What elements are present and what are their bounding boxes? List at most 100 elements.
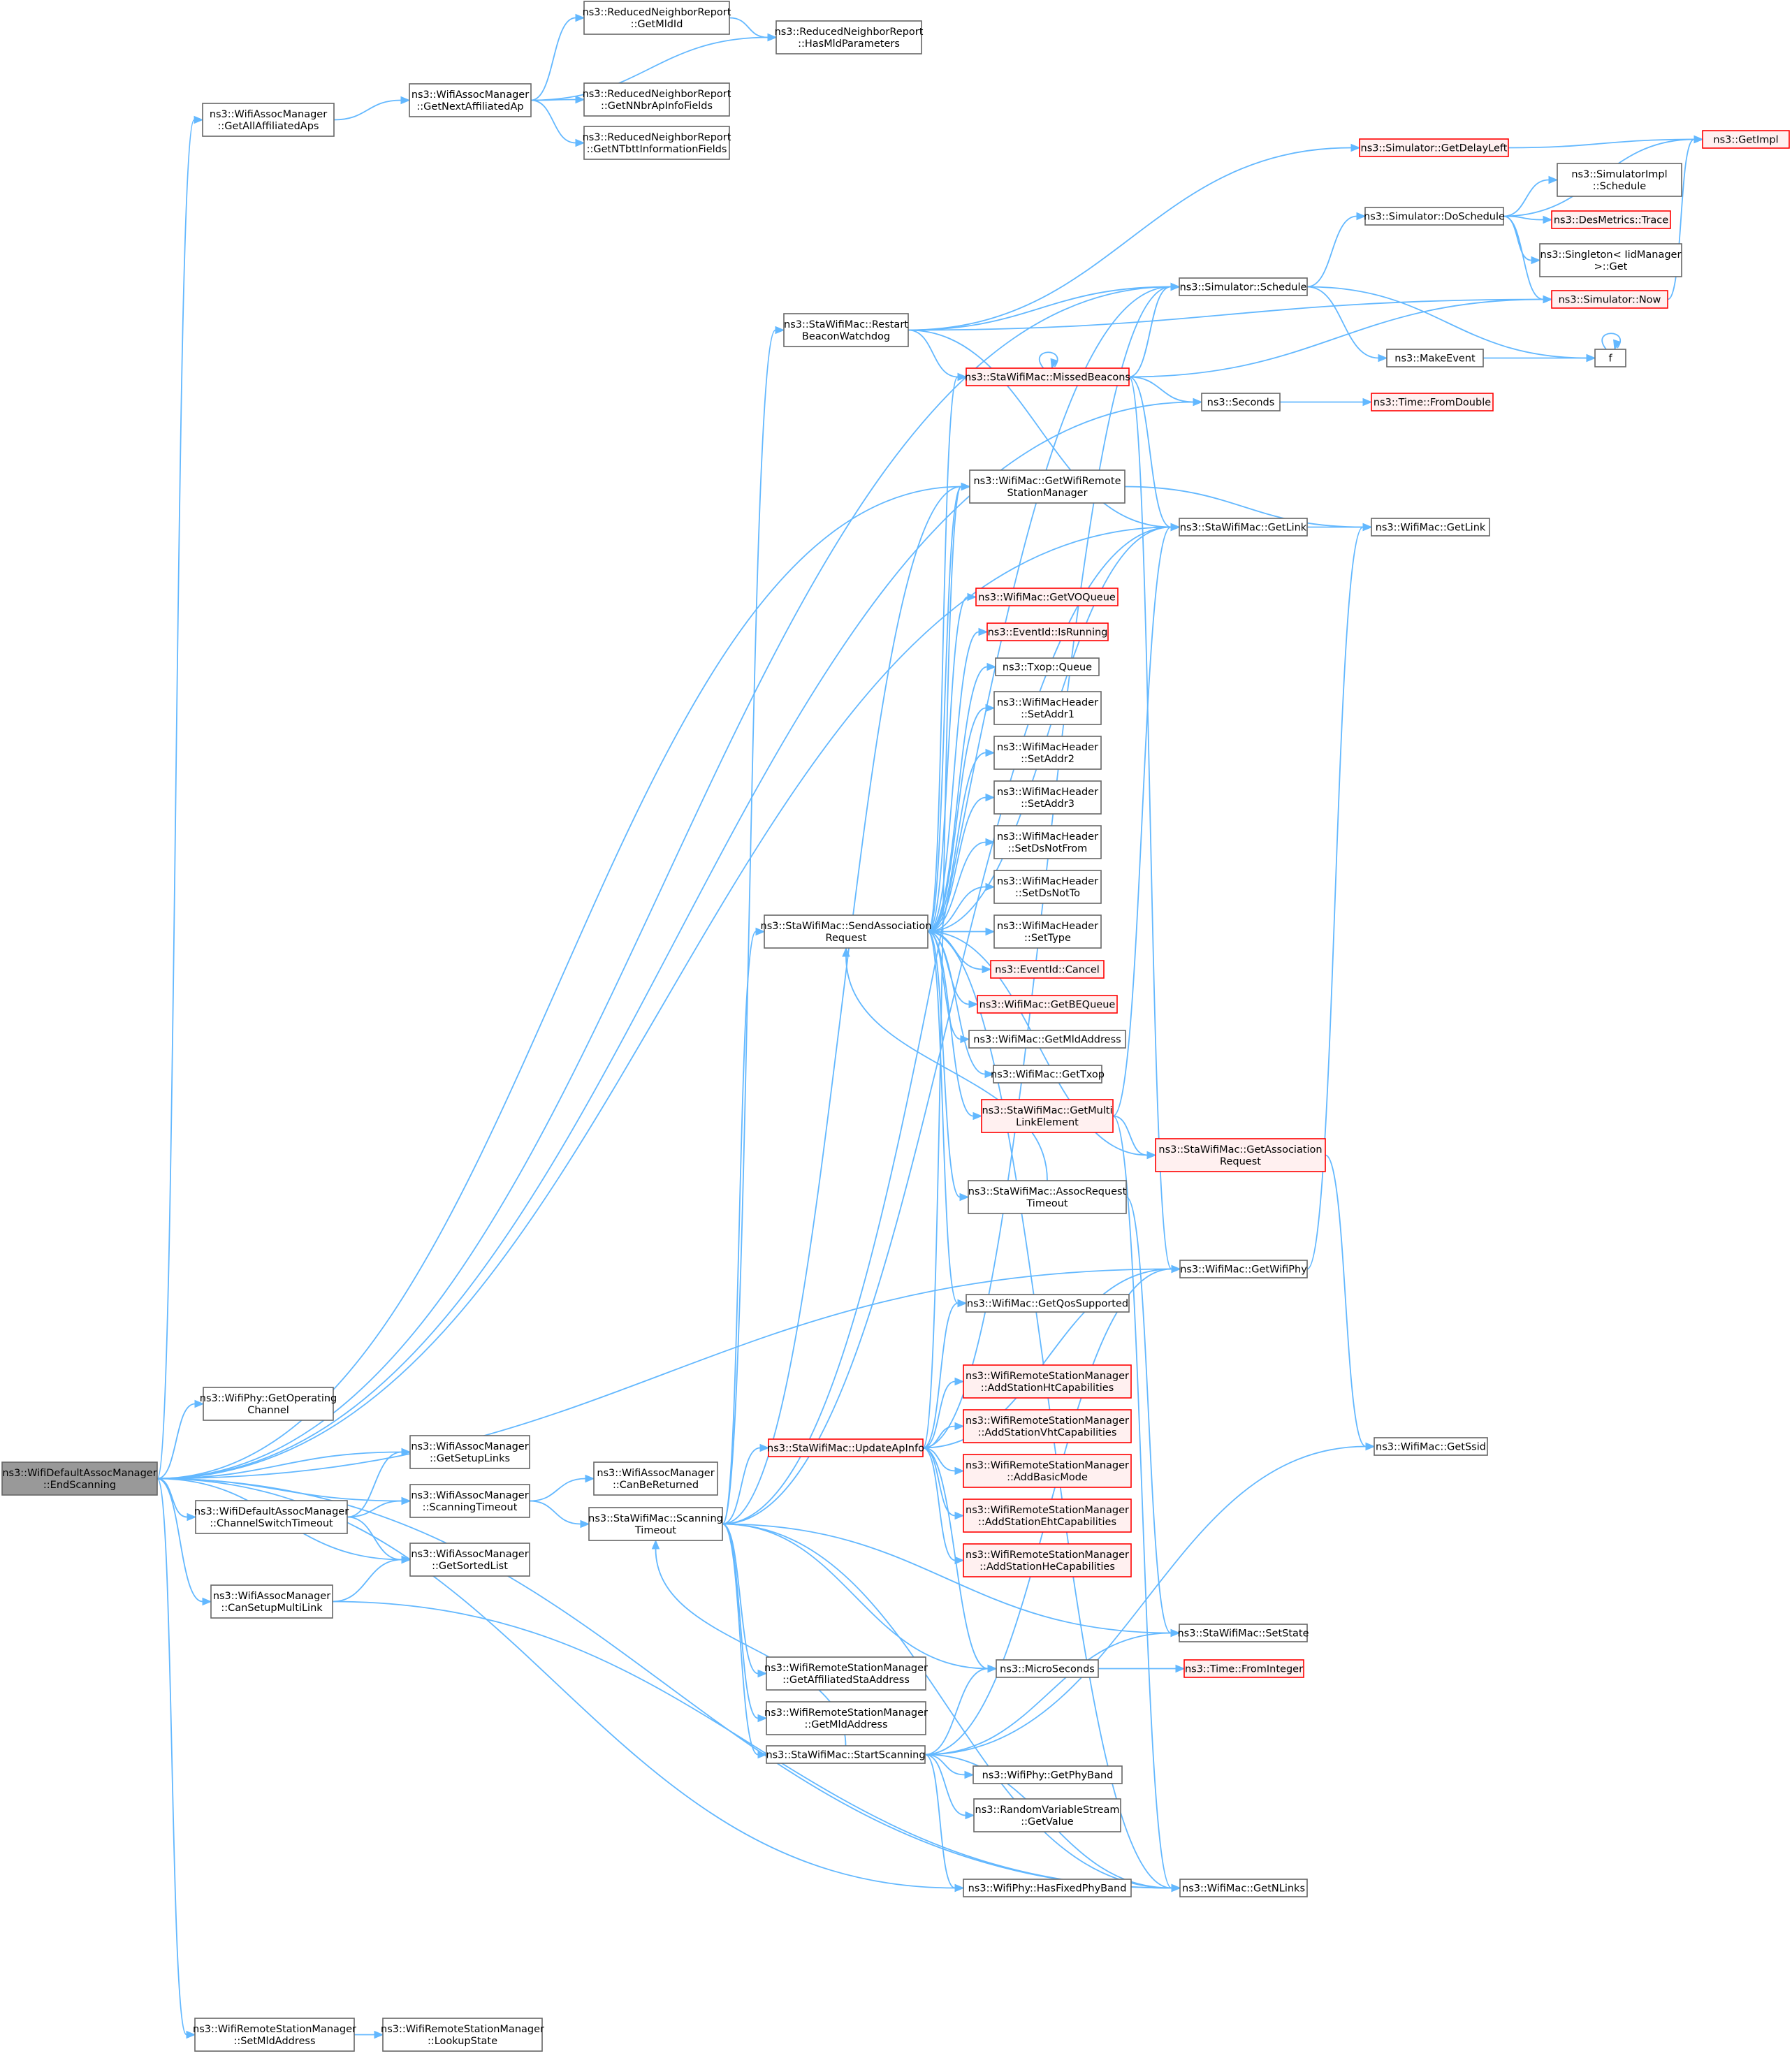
node-box xyxy=(969,469,1126,504)
node-getImpl[interactable]: ns3::GetImpl xyxy=(1702,130,1790,149)
node-desTrace[interactable]: ns3::DesMetrics::Trace xyxy=(1551,210,1671,229)
node-box xyxy=(1179,1260,1308,1278)
node-txopQueue[interactable]: ns3::Txop::Queue xyxy=(995,657,1100,676)
node-getBEQueue[interactable]: ns3::WifiMac::GetBEQueue xyxy=(977,995,1118,1014)
node-fromInteger[interactable]: ns3::Time::FromInteger xyxy=(1183,1659,1304,1678)
node-label: ::GetAllAffiliatedAps xyxy=(218,121,319,132)
node-simImplSched[interactable]: ns3::SimulatorImpl::Schedule xyxy=(1557,163,1682,197)
edge-root-to-chanSwitch xyxy=(156,1478,197,1522)
node-label: ns3::WifiAssocManager xyxy=(210,109,327,120)
node-getRemoteMgr[interactable]: ns3::WifiMac::GetWifiRemoteStationManage… xyxy=(969,469,1126,504)
node-label: ns3::Simulator::Schedule xyxy=(1180,282,1307,293)
node-addHe[interactable]: ns3::WifiRemoteStationManager::AddStatio… xyxy=(963,1543,1132,1577)
node-getVOQueue[interactable]: ns3::WifiMac::GetVOQueue xyxy=(975,588,1119,606)
node-startScanning[interactable]: ns3::StaWifiMac::StartScanning xyxy=(766,1745,926,1764)
node-getNLinks[interactable]: ns3::WifiMac::GetNLinks xyxy=(1179,1879,1308,1897)
node-box xyxy=(783,313,909,347)
node-getSetupLinks[interactable]: ns3::WifiAssocManager::GetSetupLinks xyxy=(409,1435,530,1469)
node-setState[interactable]: ns3::StaWifiMac::SetState xyxy=(1177,1624,1309,1642)
node-setDsNotTo[interactable]: ns3::WifiMacHeader::SetDsNotTo xyxy=(993,870,1102,904)
node-seconds[interactable]: ns3::Seconds xyxy=(1201,393,1281,411)
node-rvsGetValue[interactable]: ns3::RandomVariableStream::GetValue xyxy=(973,1798,1121,1832)
node-updateApInfo[interactable]: ns3::StaWifiMac::UpdateApInfo xyxy=(767,1438,924,1457)
node-getPhyBand[interactable]: ns3::WifiPhy::GetPhyBand xyxy=(973,1765,1123,1784)
node-label: ::GetNTbttInformationFields xyxy=(587,144,727,155)
node-hasFixedBand[interactable]: ns3::WifiPhy::HasFixedPhyBand xyxy=(963,1879,1132,1897)
node-lookupState[interactable]: ns3::WifiRemoteStationManager::LookupSta… xyxy=(381,2018,544,2052)
node-getQos[interactable]: ns3::WifiMac::GetQosSupported xyxy=(966,1294,1130,1313)
node-setType[interactable]: ns3::WifiMacHeader::SetType xyxy=(993,914,1102,949)
node-canBeReturned[interactable]: ns3::WifiAssocManager::CanBeReturned xyxy=(593,1461,718,1496)
node-getSsid[interactable]: ns3::WifiMac::GetSsid xyxy=(1374,1437,1488,1456)
edge-root-to-getOpChannel xyxy=(156,1399,205,1480)
node-staScanTimeout[interactable]: ns3::StaWifiMac::ScanningTimeout xyxy=(588,1507,723,1541)
node-getTxop[interactable]: ns3::WifiMac::GetTxop xyxy=(991,1065,1105,1084)
node-getMldAddr[interactable]: ns3::WifiMac::GetMldAddress xyxy=(968,1030,1126,1049)
node-label: ::CanSetupMultiLink xyxy=(221,1603,323,1614)
node-doSchedule[interactable]: ns3::Simulator::DoSchedule xyxy=(1364,207,1505,226)
edge-sendAssoc-to-getMultiLink xyxy=(927,931,983,1121)
node-schedule[interactable]: ns3::Simulator::Schedule xyxy=(1179,277,1308,296)
node-canSetupML[interactable]: ns3::WifiAssocManager::CanSetupMultiLink xyxy=(210,1584,333,1619)
node-makeEvent[interactable]: ns3::MakeEvent xyxy=(1386,349,1484,367)
node-setAddr1[interactable]: ns3::WifiMacHeader::SetAddr1 xyxy=(993,691,1102,725)
node-getSortedList[interactable]: ns3::WifiAssocManager::GetSortedList xyxy=(409,1543,530,1577)
edge-getWifiPhy-to-macGetLink xyxy=(1306,523,1373,1270)
node-addBasicMode[interactable]: ns3::WifiRemoteStationManager::AddBasicM… xyxy=(963,1454,1132,1488)
node-label: ns3::WifiDefaultAssocManager xyxy=(2,1468,156,1479)
edge-chanSwitch-to-getSetupLinks xyxy=(347,1448,411,1518)
node-label: ns3::RandomVariableStream xyxy=(975,1805,1120,1816)
node-getNextAff[interactable]: ns3::WifiAssocManager::GetNextAffiliated… xyxy=(409,83,532,117)
node-label: ns3::ReducedNeighborReport xyxy=(775,27,924,38)
node-setAddr3[interactable]: ns3::WifiMacHeader::SetAddr3 xyxy=(993,780,1102,815)
node-box xyxy=(409,1435,530,1469)
node-getAllAff[interactable]: ns3::WifiAssocManager::GetAllAffiliatedA… xyxy=(202,103,335,137)
node-f[interactable]: f xyxy=(1594,349,1626,367)
node-label: ns3::StaWifiMac::SendAssociation xyxy=(761,921,932,932)
node-addHt[interactable]: ns3::WifiRemoteStationManager::AddStatio… xyxy=(963,1364,1132,1399)
node-rsmGetMldAddr[interactable]: ns3::WifiRemoteStationManager::GetMldAdd… xyxy=(764,1701,928,1735)
node-setAddr2[interactable]: ns3::WifiMacHeader::SetAddr2 xyxy=(993,736,1102,770)
node-evCancel[interactable]: ns3::EventId::Cancel xyxy=(990,960,1105,979)
node-staGetLink[interactable]: ns3::StaWifiMac::GetLink xyxy=(1179,518,1308,537)
node-fromDouble[interactable]: ns3::Time::FromDouble xyxy=(1371,393,1494,411)
node-label: ns3::MicroSeconds xyxy=(1000,1664,1095,1675)
node-label: ns3::WifiRemoteStationManager xyxy=(764,1707,928,1719)
node-label: LinkElement xyxy=(1016,1117,1079,1128)
node-root[interactable]: ns3::WifiDefaultAssocManager::EndScannin… xyxy=(1,1461,158,1496)
node-getAffSta[interactable]: ns3::WifiRemoteStationManager::GetAffili… xyxy=(764,1656,928,1691)
node-label: ns3::WifiMac::GetMldAddress xyxy=(973,1035,1121,1046)
node-getWifiPhy[interactable]: ns3::WifiMac::GetWifiPhy xyxy=(1179,1260,1308,1278)
node-now[interactable]: ns3::Simulator::Now xyxy=(1551,290,1668,309)
node-label: ns3::Simulator::Now xyxy=(1559,295,1661,306)
node-box xyxy=(775,20,922,54)
edge-missedBeacons-to-getWifiPhy xyxy=(1128,376,1181,1274)
edge-restartBeacon-to-now xyxy=(908,295,1553,331)
node-getNNbr[interactable]: ns3::ReducedNeighborReport::GetNNbrApInf… xyxy=(583,82,731,117)
node-missedBeacons[interactable]: ns3::StaWifiMac::MissedBeacons xyxy=(965,367,1130,386)
node-setDsNotFrom[interactable]: ns3::WifiMacHeader::SetDsNotFrom xyxy=(993,825,1102,859)
edge-doSchedule-to-simImplSched xyxy=(1503,175,1559,217)
node-addEht[interactable]: ns3::WifiRemoteStationManager::AddStatio… xyxy=(963,1499,1132,1533)
node-getNTbtt[interactable]: ns3::ReducedNeighborReport::GetNTbttInfo… xyxy=(583,126,731,160)
node-addVht[interactable]: ns3::WifiRemoteStationManager::AddStatio… xyxy=(963,1409,1132,1443)
node-isRunning[interactable]: ns3::EventId::IsRunning xyxy=(986,622,1109,641)
node-hasMld[interactable]: ns3::ReducedNeighborReport::HasMldParame… xyxy=(775,20,924,54)
edge-startScanning-to-hasFixedBand xyxy=(924,1754,965,1893)
node-singletonGet[interactable]: ns3::Singleton< IidManager>::Get xyxy=(1539,243,1682,277)
node-box xyxy=(1359,138,1509,157)
node-getMldId[interactable]: ns3::ReducedNeighborReport::GetMldId xyxy=(583,1,731,35)
node-chanSwitch[interactable]: ns3::WifiDefaultAssocManager::ChannelSwi… xyxy=(194,1500,349,1534)
node-macGetLink[interactable]: ns3::WifiMac::GetLink xyxy=(1371,518,1490,537)
node-microSeconds[interactable]: ns3::MicroSeconds xyxy=(996,1659,1099,1678)
node-getDelayLeft[interactable]: ns3::Simulator::GetDelayLeft xyxy=(1359,138,1509,157)
node-setMldAddr[interactable]: ns3::WifiRemoteStationManager::SetMldAdd… xyxy=(193,2018,356,2052)
node-label: ::LookupState xyxy=(428,2036,497,2047)
node-scanTimeoutMgr[interactable]: ns3::WifiAssocManager::ScanningTimeout xyxy=(409,1484,530,1518)
